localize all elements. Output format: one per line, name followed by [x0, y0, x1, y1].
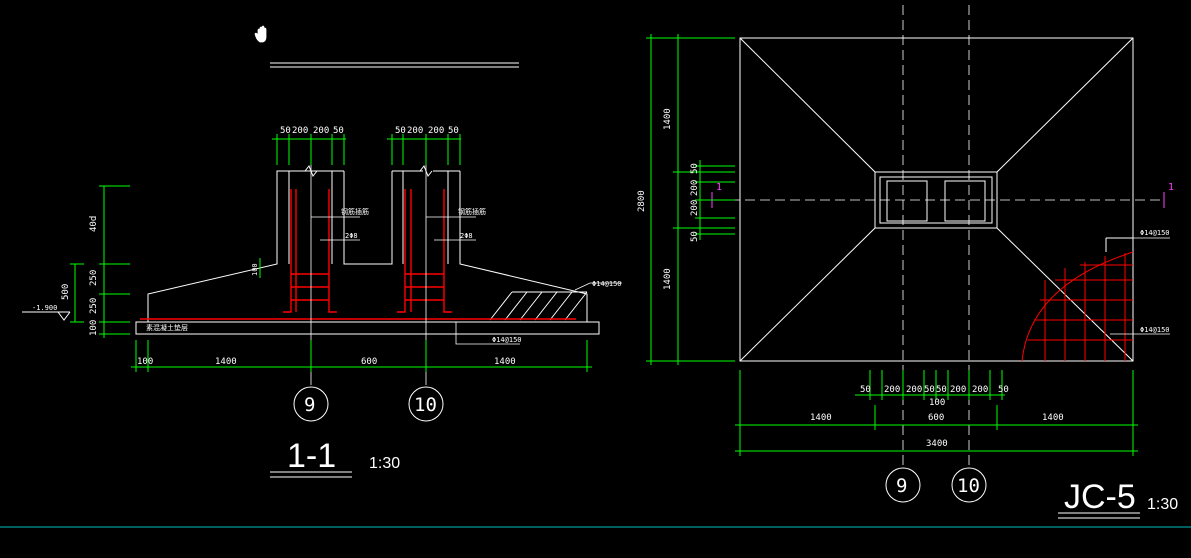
title-underline-top	[270, 62, 519, 68]
note-right: 钢筋插筋	[458, 207, 486, 216]
plan-left-dim-200a: 200	[690, 180, 700, 196]
elevation-marker	[22, 311, 71, 321]
plan-row2-1400b: 1400	[1042, 413, 1064, 423]
top-mesh-label: Φ14@150	[592, 280, 622, 288]
bottom-dim-1400a: 1400	[215, 357, 237, 367]
section-view: -1.900 50 200 200 50 50 200 200 50 40d 2…	[22, 126, 622, 478]
bottom-dim-100: 100	[137, 357, 153, 367]
footing-outline	[135, 165, 600, 335]
plan-row2-1400a: 1400	[810, 413, 832, 423]
plan-row2-600: 600	[928, 413, 944, 423]
blinding-label: 素混凝土垫层	[146, 323, 188, 332]
plan-axis-bubble-10	[951, 467, 987, 503]
section-title-underline	[270, 471, 352, 478]
col-dim-1: 50	[280, 126, 291, 136]
hand-pan-icon	[254, 25, 267, 43]
plan-left-total: 2800	[637, 190, 647, 212]
plan-title: JC-5	[1064, 478, 1136, 516]
col-dim-4: 50	[333, 126, 344, 136]
axis-lines-plan	[730, 5, 1160, 470]
col-dim-8: 50	[448, 126, 459, 136]
rebar-grid-plan	[1021, 251, 1134, 362]
col-dim-6: 200	[407, 126, 423, 136]
section-mark-left: 1	[716, 182, 722, 193]
rebar-section	[140, 189, 576, 320]
plan-bot-dim-3: 200	[906, 385, 922, 395]
plan-outline	[739, 37, 1134, 362]
axis-bubble-10	[408, 386, 444, 422]
plan-left-dim-1400b: 1400	[663, 268, 673, 290]
axis-label-9: 9	[304, 394, 315, 416]
step-dim: 100	[251, 263, 259, 276]
leader-lines-section	[311, 216, 622, 345]
plan-axis-label-10: 10	[957, 475, 980, 497]
dimension-lines-section	[70, 134, 592, 372]
stirrup-right: 2Φ8	[460, 232, 473, 240]
section-mark-right: 1	[1168, 182, 1174, 193]
vert-dim-500: 500	[61, 284, 71, 300]
vert-dim-250b: 250	[89, 298, 99, 314]
plan-centre-gap: 100	[929, 398, 945, 408]
elevation-label: -1.900	[32, 304, 57, 312]
bottom-mesh-label: Φ14@150	[492, 336, 522, 344]
leader-lines-plan	[1106, 237, 1170, 335]
plan-left-dim-200b: 200	[690, 200, 700, 216]
bottom-dim-1400b: 1400	[494, 357, 516, 367]
plan-left-dim-1400a: 1400	[663, 108, 673, 130]
plan-bot-dim-7: 200	[972, 385, 988, 395]
bottom-dim-600: 600	[361, 357, 377, 367]
section-scale: 1:30	[369, 455, 400, 472]
plan-rebar-top: Φ14@150	[1140, 229, 1170, 237]
plan-bot-dim-6: 200	[950, 385, 966, 395]
col-dim-2: 200	[292, 126, 308, 136]
dimension-lines-plan	[646, 34, 1138, 456]
plan-title-underline	[1058, 512, 1140, 519]
col-dim-3: 200	[313, 126, 329, 136]
plan-left-dim-50a: 50	[690, 163, 700, 174]
axis-bubble-9	[293, 386, 329, 422]
plan-axis-label-9: 9	[896, 475, 907, 497]
plan-scale: 1:30	[1147, 496, 1178, 513]
stirrup-left: 2Φ8	[345, 232, 358, 240]
plan-rebar-bottom: Φ14@150	[1140, 326, 1170, 334]
vert-dim-250a: 250	[89, 270, 99, 286]
section-title: 1-1	[287, 437, 336, 475]
plan-view: 1 1	[637, 5, 1178, 519]
plan-left-dim-50b: 50	[690, 231, 700, 242]
plan-bot-dim-4: 50	[924, 385, 935, 395]
plan-total-3400: 3400	[926, 439, 948, 449]
axis-lines-section	[310, 160, 427, 385]
plan-bot-dim-8: 50	[998, 385, 1009, 395]
axis-label-10: 10	[414, 394, 437, 416]
col-dim-7: 200	[428, 126, 444, 136]
col-dim-5: 50	[395, 126, 406, 136]
plan-axis-bubble-9	[885, 467, 921, 503]
plan-bot-dim-1: 50	[860, 385, 871, 395]
note-left: 钢筋插筋	[341, 207, 369, 216]
vert-dim-40d: 40d	[89, 216, 99, 232]
plan-bot-dim-5: 50	[936, 385, 947, 395]
vert-dim-100: 100	[89, 320, 99, 336]
plan-bot-dim-2: 200	[884, 385, 900, 395]
